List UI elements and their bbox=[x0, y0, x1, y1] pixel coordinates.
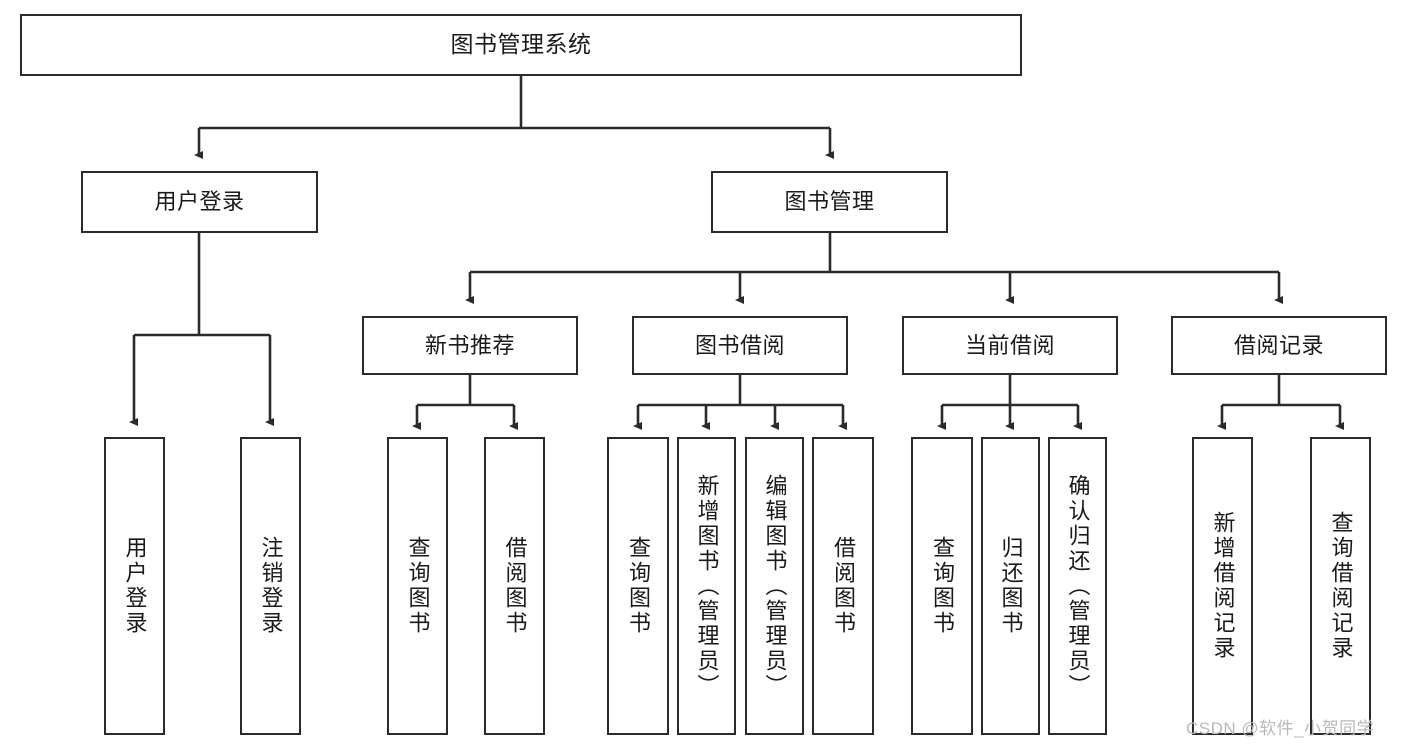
node-leaf-query-record[interactable]: 查询借阅记录 bbox=[1310, 437, 1371, 735]
node-user-login-label: 用户登录 bbox=[154, 189, 245, 215]
node-leaf-add-record[interactable]: 新增借阅记录 bbox=[1192, 437, 1253, 735]
node-leaf-add-book-label: 新增图书（管理员） bbox=[694, 473, 720, 699]
node-borrow-record[interactable]: 借阅记录 bbox=[1171, 316, 1387, 375]
node-root-title[interactable]: 图书管理系统 bbox=[20, 14, 1022, 76]
node-leaf-user-login[interactable]: 用户登录 bbox=[104, 437, 165, 735]
node-leaf-query-book-2[interactable]: 查询图书 bbox=[607, 437, 669, 735]
node-new-book-recommend[interactable]: 新书推荐 bbox=[362, 316, 578, 375]
node-leaf-edit-book[interactable]: 编辑图书（管理员） bbox=[745, 437, 804, 735]
node-root-title-label: 图书管理系统 bbox=[450, 31, 592, 58]
node-leaf-add-book[interactable]: 新增图书（管理员） bbox=[677, 437, 736, 735]
node-leaf-borrow-book-2-label: 借阅图书 bbox=[831, 536, 856, 636]
node-leaf-query-book-1[interactable]: 查询图书 bbox=[387, 437, 448, 735]
node-user-login[interactable]: 用户登录 bbox=[81, 171, 318, 233]
node-current-borrow[interactable]: 当前借阅 bbox=[902, 316, 1118, 375]
node-leaf-return-book-label: 归还图书 bbox=[998, 536, 1024, 636]
node-leaf-confirm-return-label: 确认归还（管理员） bbox=[1065, 473, 1091, 699]
node-leaf-user-login-label: 用户登录 bbox=[122, 536, 148, 636]
node-leaf-edit-book-label: 编辑图书（管理员） bbox=[762, 473, 788, 699]
csdn-watermark: CSDN @软件_小贺同学 bbox=[1186, 719, 1375, 738]
node-leaf-logout-login-label: 注销登录 bbox=[258, 536, 284, 636]
node-book-manage[interactable]: 图书管理 bbox=[711, 171, 948, 233]
node-leaf-query-record-label: 查询借阅记录 bbox=[1328, 511, 1354, 661]
node-leaf-confirm-return[interactable]: 确认归还（管理员） bbox=[1048, 437, 1107, 735]
node-leaf-borrow-book-1-label: 借阅图书 bbox=[502, 536, 528, 636]
node-leaf-add-record-label: 新增借阅记录 bbox=[1210, 511, 1236, 661]
node-leaf-borrow-book-2[interactable]: 借阅图书 bbox=[812, 437, 874, 735]
node-current-borrow-label: 当前借阅 bbox=[964, 332, 1055, 358]
node-book-borrow[interactable]: 图书借阅 bbox=[632, 316, 848, 375]
node-leaf-query-book-2-label: 查询图书 bbox=[626, 536, 651, 636]
node-book-manage-label: 图书管理 bbox=[784, 189, 875, 215]
node-leaf-logout-login[interactable]: 注销登录 bbox=[240, 437, 301, 735]
node-new-book-recommend-label: 新书推荐 bbox=[424, 332, 515, 358]
node-book-borrow-label: 图书借阅 bbox=[694, 332, 785, 358]
node-leaf-query-book-3-label: 查询图书 bbox=[930, 536, 955, 636]
node-leaf-return-book[interactable]: 归还图书 bbox=[981, 437, 1040, 735]
node-borrow-record-label: 借阅记录 bbox=[1233, 332, 1324, 358]
node-leaf-borrow-book-1[interactable]: 借阅图书 bbox=[484, 437, 545, 735]
node-leaf-query-book-1-label: 查询图书 bbox=[405, 536, 431, 636]
node-leaf-query-book-3[interactable]: 查询图书 bbox=[911, 437, 973, 735]
